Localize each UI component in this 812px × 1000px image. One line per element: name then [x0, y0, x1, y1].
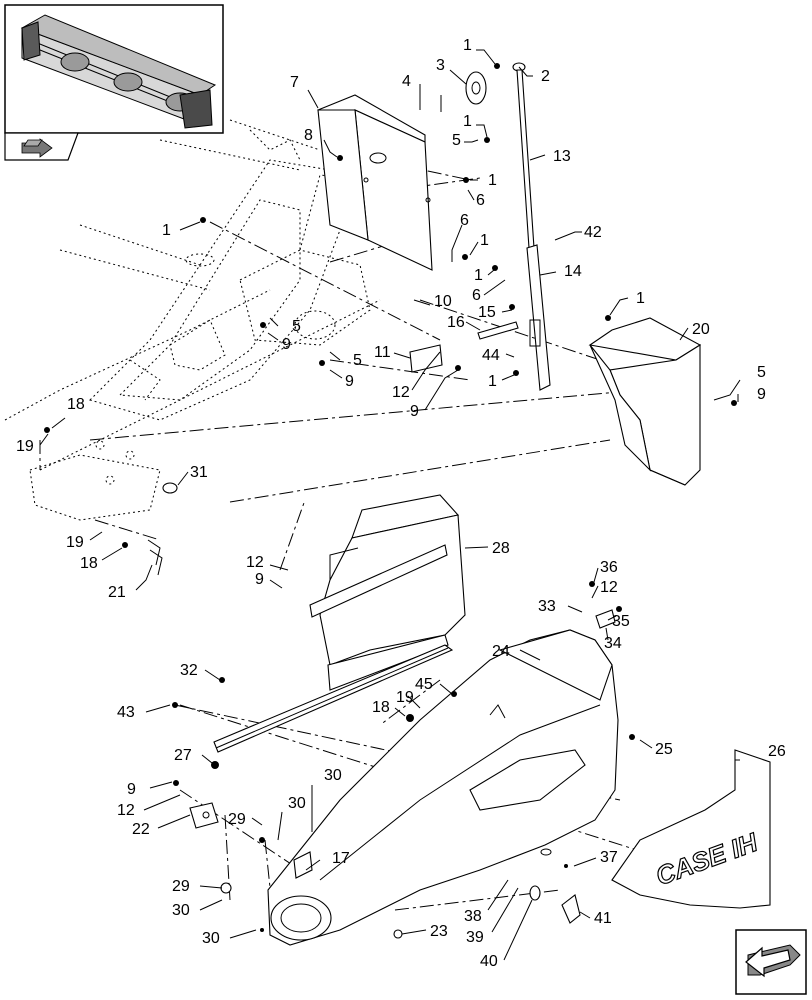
callout-1: 1: [636, 290, 645, 307]
callout-2: 2: [541, 68, 550, 85]
part-21-clip: [147, 539, 163, 576]
callout-9: 9: [282, 336, 291, 353]
callout-5: 5: [757, 364, 766, 381]
callout-21: 21: [108, 584, 126, 601]
callout-19: 19: [396, 689, 414, 706]
callout-12: 12: [392, 384, 410, 401]
callout-40: 40: [480, 953, 498, 970]
callout-22: 22: [132, 821, 150, 838]
callout-8: 8: [304, 127, 313, 144]
callout-labels: 1 2 3 4 7 1 5 8 13 1 6 1 6 1 42 1 14 6 1…: [16, 37, 786, 970]
callout-19: 19: [66, 534, 84, 551]
callout-17: 17: [332, 850, 350, 867]
callout-9: 9: [757, 386, 766, 403]
part-32-bar: [213, 644, 454, 753]
callout-18: 18: [372, 699, 390, 716]
part-20-bracket: [588, 317, 702, 486]
callout-35: 35: [612, 613, 630, 630]
callout-1: 1: [474, 267, 483, 284]
callout-16: 16: [447, 314, 465, 331]
callout-9: 9: [255, 571, 264, 588]
part-28-inner-panel: [309, 494, 466, 691]
callout-14: 14: [564, 263, 582, 280]
callout-10: 10: [434, 293, 452, 310]
callout-5: 5: [292, 318, 301, 335]
callout-11: 11: [374, 344, 391, 361]
callout-19: 19: [16, 438, 34, 455]
part-22-clamp: [189, 802, 219, 829]
callout-27: 27: [174, 747, 192, 764]
callout-9: 9: [127, 781, 136, 798]
part-7-mounting-plate: [317, 94, 433, 271]
callout-25: 25: [655, 741, 673, 758]
part-11-plate: [409, 344, 443, 373]
callout-24: 24: [492, 643, 510, 660]
callout-12: 12: [117, 802, 135, 819]
callout-36: 36: [600, 559, 618, 576]
callout-leaders: [39, 49, 741, 961]
callout-15: 15: [478, 304, 496, 321]
callout-44: 44: [482, 347, 500, 364]
part-16-pin: [477, 321, 519, 340]
callout-29: 29: [172, 878, 190, 895]
callout-18: 18: [80, 555, 98, 572]
callout-1: 1: [162, 222, 171, 239]
callout-5: 5: [353, 352, 362, 369]
callout-6: 6: [472, 287, 481, 304]
callout-1: 1: [488, 373, 497, 390]
callout-41: 41: [594, 910, 612, 927]
callout-9: 9: [345, 373, 354, 390]
callout-23: 23: [430, 923, 448, 940]
callout-3: 3: [436, 57, 445, 74]
callout-6: 6: [476, 192, 485, 209]
callout-33: 33: [538, 598, 556, 615]
header-frame: [4, 119, 381, 521]
callout-30: 30: [324, 767, 342, 784]
callout-7: 7: [290, 74, 299, 91]
callout-5: 5: [452, 132, 461, 149]
callout-37: 37: [600, 849, 618, 866]
part-24-cover: [267, 629, 619, 946]
callout-9: 9: [410, 403, 419, 420]
part-3-disc: [465, 71, 487, 105]
hardware-fasteners: [44, 63, 737, 939]
callout-1: 1: [488, 172, 497, 189]
callout-34: 34: [604, 635, 622, 652]
callout-1: 1: [480, 232, 489, 249]
callout-26: 26: [768, 743, 786, 760]
callout-45: 45: [415, 676, 433, 693]
callout-12: 12: [600, 579, 618, 596]
callout-31: 31: [190, 464, 208, 481]
part-40-nut: [529, 885, 541, 901]
part-26-decal: CASE IH: [611, 749, 771, 909]
callout-30: 30: [288, 795, 306, 812]
callout-39: 39: [466, 929, 484, 946]
callout-43: 43: [117, 704, 135, 721]
header-thumbnail-image: [20, 14, 217, 129]
callout-30: 30: [172, 902, 190, 919]
callout-29: 29: [228, 811, 246, 828]
callout-32: 32: [180, 662, 198, 679]
callout-12: 12: [246, 554, 264, 571]
thumbnail-inset: [4, 4, 224, 161]
callout-18: 18: [67, 396, 85, 413]
part-14-strip: [526, 244, 551, 391]
callout-4: 4: [402, 73, 411, 90]
part-41-bracket: [561, 894, 581, 924]
part-31-washer: [162, 482, 178, 494]
next-view-icon[interactable]: [735, 929, 807, 995]
callout-6: 6: [460, 212, 469, 229]
part-34-bracket: [595, 609, 616, 629]
callout-30: 30: [202, 930, 220, 947]
callout-20: 20: [692, 321, 710, 338]
callout-38: 38: [464, 908, 482, 925]
view-orientation-icon: [4, 132, 79, 161]
callout-13: 13: [553, 148, 571, 165]
callout-28: 28: [492, 540, 510, 557]
callout-1: 1: [463, 37, 472, 54]
callout-42: 42: [584, 224, 602, 241]
callout-1: 1: [463, 113, 472, 130]
